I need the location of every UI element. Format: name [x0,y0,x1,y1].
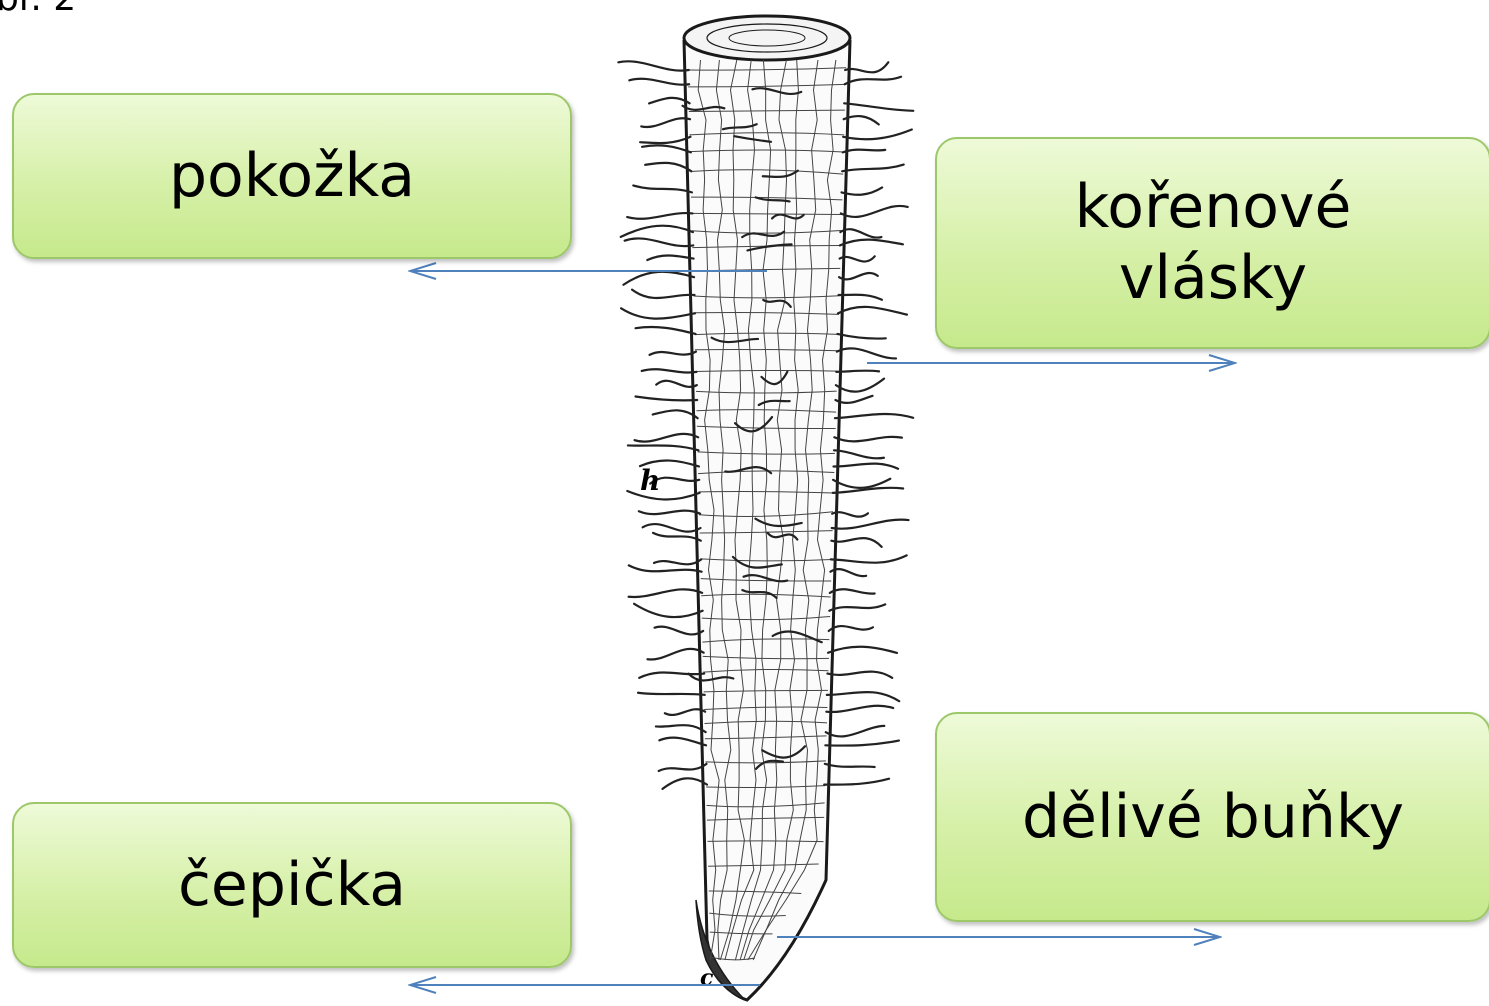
letter-c: c [700,965,714,991]
label-pokozka: pokožka [12,93,572,259]
label-korenove-vlasky: kořenové vlásky [935,137,1489,349]
letter-h: h [640,464,660,497]
label-korenove-vlasky-line2: vlásky [1075,243,1352,314]
label-korenove-vlasky-line1: kořenové [1075,172,1352,243]
label-pokozka-text: pokožka [169,141,415,212]
root-body [618,16,913,1000]
label-cepicka: čepička [12,802,572,968]
label-cepicka-text: čepička [178,850,406,921]
label-delive-bunky: dělivé buňky [935,712,1489,922]
label-delive-bunky-text: dělivé buňky [1022,782,1404,853]
